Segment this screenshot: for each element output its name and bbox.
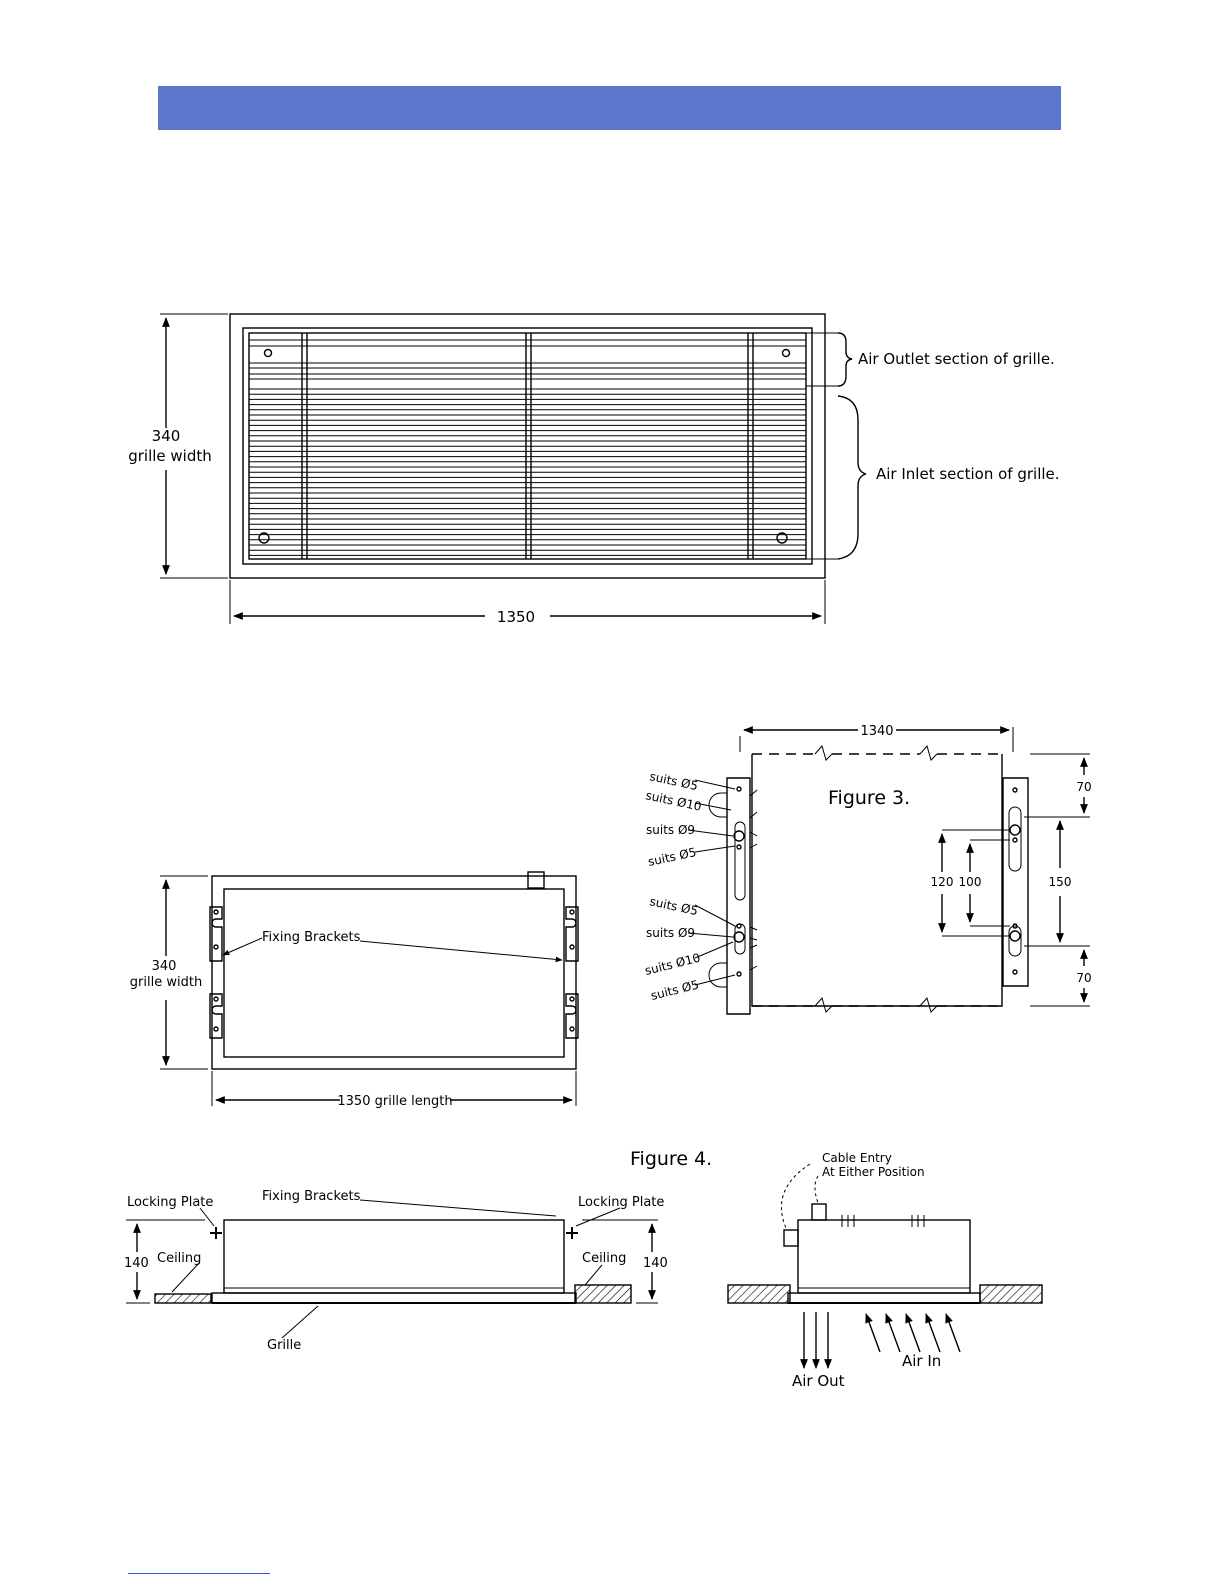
fig4-grille [211,1292,577,1304]
callout-suits-9: suits Ø9 [646,823,695,837]
fig4-end-unit-body [797,1219,971,1294]
callout-suits-5: suits Ø5 [647,845,698,869]
ceiling-hatch-right [979,1284,1043,1304]
fixing-bracket [209,993,223,1039]
fig4-ceiling-left: Ceiling [157,1251,201,1266]
callout-suits-5: suits Ø5 [648,894,699,918]
air-in-arrow [885,1313,901,1353]
fig1-length-value: 1350 [497,608,535,626]
air-in-label: Air In [902,1352,941,1370]
fig3-left-bracket [726,777,751,1015]
cable-entry-line2: At Either Position [822,1165,925,1179]
fig3-dim-100: 100 [959,875,982,889]
fig4-unit-body [223,1219,565,1294]
cable-gland-icon [783,1229,799,1247]
inlet-label: Air Inlet section of grille. [876,465,1060,483]
figure2-rear-view: Fixing Brackets 340 grille width 1350 gr… [130,871,579,1109]
air-in-arrow [865,1313,881,1353]
fig4-end-grille [787,1292,981,1304]
ceiling-hatch-right [574,1284,632,1304]
fig3-dim-150: 150 [1049,875,1072,889]
screw-icon [776,532,788,544]
fig4-dim-left: 140 [124,1256,149,1271]
fig3-title: Figure 3. [828,787,910,809]
figure4-side-section: Locking Plate Locking Plate Fixing Brack… [124,1189,668,1353]
ceiling-hatch-left [154,1293,212,1304]
fig3-dim-70-bottom: 70 [1076,971,1091,985]
cable-entry-line1: Cable Entry [822,1151,892,1165]
cable-gland-icon [811,1203,827,1221]
air-in-arrow [945,1313,961,1353]
fig4-locking-plate-left: Locking Plate [127,1195,213,1210]
fixing-bracket [209,906,223,962]
fig2-unit-body [223,888,565,1058]
fig3-right-bracket [1002,777,1029,987]
fig4-ceiling-right: Ceiling [582,1251,626,1266]
fig3-unit-sides [751,754,1003,1007]
fig4-locking-plate-right: Locking Plate [578,1195,664,1210]
screw-icon [258,532,270,544]
fig4-dim-right: 140 [643,1256,668,1271]
fig2-grille-outline [211,875,577,1070]
outlet-label: Air Outlet section of grille. [858,350,1055,368]
fig1-width-label: grille width [128,447,212,465]
figure1-grille-front-view: 340 grille width 1350 Air Outlet section… [128,313,1060,626]
fig1-width-value: 340 [152,427,181,445]
fig4-title: Figure 4. [630,1148,712,1170]
fig2-length-label: 1350 grille length [337,1094,452,1109]
fig3-dim-70-top: 70 [1076,780,1091,794]
inlet-brace [837,395,867,560]
fig4-grille-label: Grille [267,1338,301,1353]
callout-suits-5: suits Ø5 [649,977,700,1002]
screw-icon [263,348,273,358]
figure4-end-section: Cable Entry At Either Position Air Out A… [727,1151,1043,1390]
cable-gland-icon [527,871,545,889]
grille-outer-frame [229,313,826,579]
air-in-arrow [925,1313,941,1353]
ceiling-hatch-left [727,1284,791,1304]
callout-suits-10: suits Ø10 [643,951,701,978]
air-out-label: Air Out [792,1372,845,1390]
grille-louvres [249,339,806,556]
fig2-width-value: 340 [152,959,177,974]
fig2-width-label: grille width [130,975,202,990]
figure3-bracket-detail: 1340 Figure 3. suits Ø5 suits Ø10 suits … [643,724,1092,1015]
header-band [158,86,1061,130]
grille-inner-frame [242,327,813,565]
fig3-dim-120: 120 [931,875,954,889]
outlet-brace [837,332,853,387]
fixing-bracket [565,993,579,1039]
fig2-brackets-label: Fixing Brackets [262,930,361,945]
air-in-arrow [905,1313,921,1353]
fig3-width-value: 1340 [860,724,893,739]
screw-icon [781,348,791,358]
callout-suits-9: suits Ø9 [646,926,695,940]
fig4-brackets-label: Fixing Brackets [262,1189,361,1204]
footer-rule [128,1573,270,1574]
fixing-bracket [565,906,579,962]
